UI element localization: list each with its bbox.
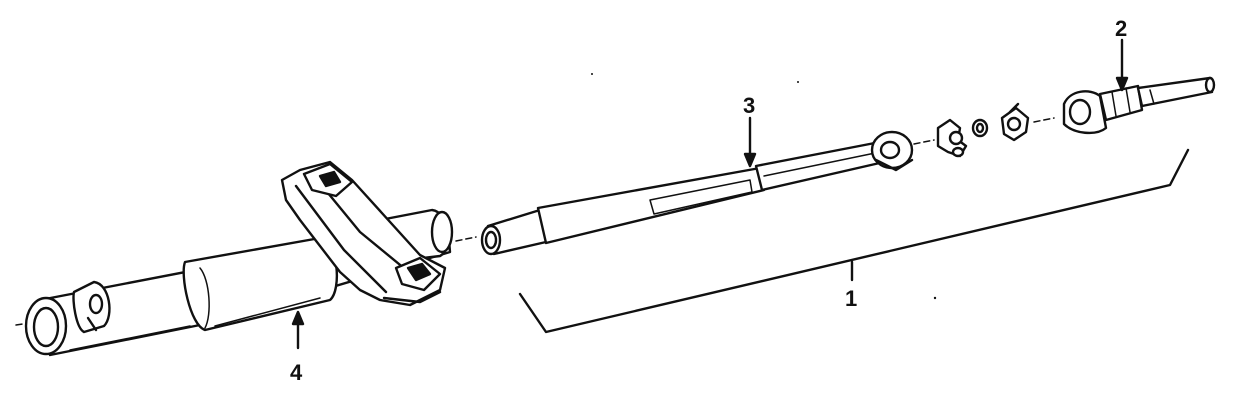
- universal-joint-parts: [936, 102, 1055, 158]
- callout-leaders: [291, 38, 1190, 350]
- mounting-bracket: [280, 160, 447, 307]
- callout-3: 3: [743, 93, 755, 118]
- callout-1: 1: [845, 286, 857, 311]
- callout-2: 2: [1115, 16, 1127, 41]
- lower-shaft-yoke: [1062, 76, 1216, 135]
- intermediate-shaft: [480, 130, 935, 256]
- callout-4: 4: [290, 360, 303, 385]
